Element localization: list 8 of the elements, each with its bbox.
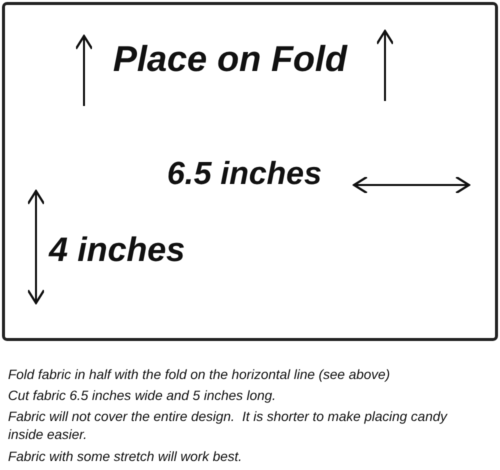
fold-instruction: Place on Fold bbox=[113, 41, 348, 77]
width-measurement: 6.5 inches bbox=[167, 157, 322, 189]
instruction-note: Fabric with some stretch will work best. bbox=[8, 448, 244, 466]
instruction-note: Fabric will not cover the entire design. It is shorter to make placing candy inside easier. bbox=[8, 408, 448, 444]
pattern-piece-outline bbox=[2, 2, 498, 341]
length-measurement: 4 inches bbox=[49, 233, 186, 267]
instruction-note: Cut fabric 6.5 inches wide and 5 inches long. bbox=[8, 387, 277, 405]
instruction-note: Fold fabric in half with the fold on the horizontal line (see above) bbox=[8, 366, 391, 384]
